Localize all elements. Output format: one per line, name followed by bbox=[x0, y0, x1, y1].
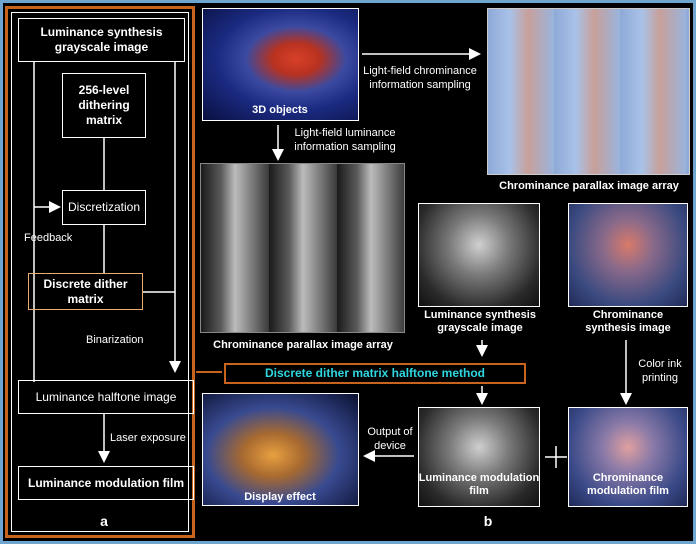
box-modulation-film: Luminance modulation film bbox=[18, 466, 194, 500]
img-lum-parallax-array bbox=[200, 163, 405, 333]
panel-b-label: b bbox=[483, 513, 493, 529]
caption-chroma-film: Chrominance modulation film bbox=[587, 472, 669, 498]
box-halftone: Luminance halftone image bbox=[18, 380, 194, 414]
label-chroma-sampling: Light-field chrominance information samp… bbox=[363, 65, 477, 91]
label-color-ink: Color ink printing bbox=[638, 358, 682, 384]
img-3d-objects bbox=[202, 8, 359, 121]
label-output: Output of device bbox=[367, 426, 413, 452]
caption-lum-synth: Luminance synthesis grayscale image bbox=[424, 309, 536, 335]
box-discretization: Discretization bbox=[62, 190, 146, 225]
label-feedback: Feedback bbox=[24, 232, 73, 244]
label-lum-sampling: Light-field luminance information sampli… bbox=[294, 127, 396, 153]
caption-3d-objects: 3D objects bbox=[252, 104, 308, 116]
caption-lum-film: Luminance modulation film bbox=[418, 472, 540, 498]
panel-a-label: a bbox=[100, 513, 108, 529]
img-chroma-film bbox=[568, 407, 688, 507]
caption-chroma-synth: Chrominance synthesis image bbox=[585, 309, 671, 335]
img-display-effect bbox=[202, 393, 359, 506]
caption-display: Display effect bbox=[244, 491, 316, 503]
img-chroma-synth bbox=[568, 203, 688, 307]
method-box: Discrete dither matrix halftone method bbox=[224, 363, 526, 384]
panel-a-frame bbox=[5, 6, 195, 538]
label-laser: Laser exposure bbox=[110, 432, 186, 444]
img-lum-film bbox=[418, 407, 540, 507]
panel-a-inner-frame bbox=[11, 12, 189, 532]
caption-chroma-array-top: Chrominance parallax image array bbox=[499, 180, 679, 192]
img-lum-synth bbox=[418, 203, 540, 307]
caption-chroma-array-left: Chrominance parallax image array bbox=[213, 339, 393, 351]
box-discrete-dither: Discrete dither matrix bbox=[28, 273, 143, 310]
label-binarization: Binarization bbox=[86, 334, 144, 346]
box-dithering-matrix: 256-level dithering matrix bbox=[62, 73, 146, 138]
img-chroma-parallax-array bbox=[487, 8, 690, 175]
box-luminance-synthesis: Luminance synthesis grayscale image bbox=[18, 18, 185, 62]
